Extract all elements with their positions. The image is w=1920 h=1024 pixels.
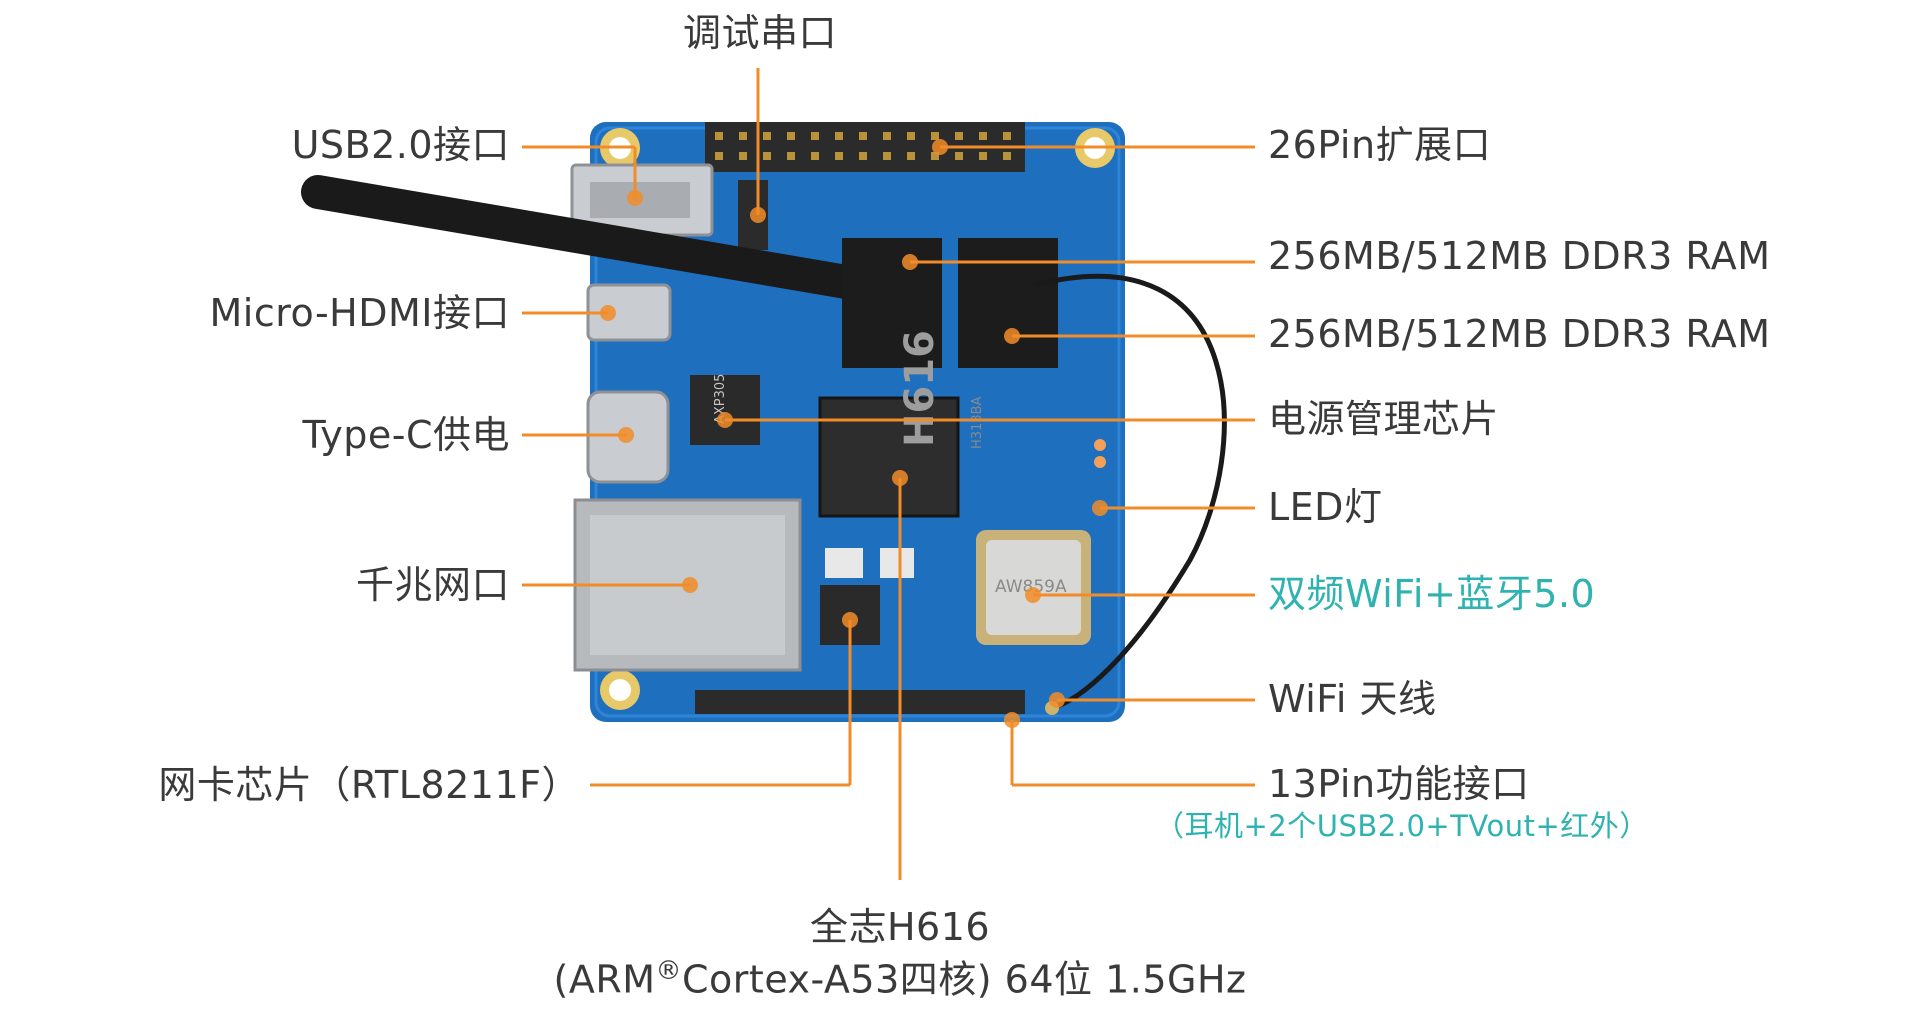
label-soc-spec-a: (ARM [553, 957, 656, 1002]
crystal [825, 548, 863, 578]
label-13pin: 13Pin功能接口 [1268, 762, 1530, 806]
label-debug-serial: 调试串口 [682, 11, 837, 55]
label-ram-1: 256MB/512MB DDR3 RAM [1268, 234, 1771, 278]
label-soc-spec-b: Cortex-A53四核) 64位 1.5GHz [682, 957, 1247, 1002]
label-ram-2: 256MB/512MB DDR3 RAM [1268, 312, 1771, 356]
label-13pin-sub: （耳机+2个USB2.0+TVout+红外） [1155, 809, 1649, 843]
header-13pin [695, 690, 1025, 714]
label-wifi-antenna: WiFi 天线 [1268, 677, 1437, 721]
ram-chip-2 [958, 238, 1058, 368]
label-ethernet: 千兆网口 [355, 563, 510, 607]
label-type-c: Type-C供电 [302, 413, 510, 457]
leader-lines [522, 68, 1255, 880]
label-wifi-bt: 双频WiFi+蓝牙5.0 [1268, 572, 1596, 616]
led-indicator [1094, 439, 1106, 451]
wifi-module-mark: AW859A [995, 577, 1067, 597]
label-soc-title: 全志H616 [809, 905, 991, 949]
ram-chip-1 [842, 238, 942, 368]
antenna-stick [301, 175, 922, 309]
pmic-chip-mark: AXP305 [713, 374, 728, 424]
label-nic-chip: 网卡芯片（RTL8211F） [158, 763, 580, 807]
label-soc-spec: (ARM®Cortex-A53四核) 64位 1.5GHz [490, 958, 1310, 999]
label-micro-hdmi: Micro-HDMI接口 [209, 291, 510, 335]
registered-mark: ® [655, 956, 683, 986]
callout-dots [600, 139, 1108, 728]
soc-chip [818, 396, 960, 518]
pmic-chip [690, 375, 760, 445]
label-led: LED灯 [1268, 485, 1383, 529]
label-26pin: 26Pin扩展口 [1268, 123, 1492, 167]
label-usb: USB2.0接口 [291, 123, 510, 167]
soc-chip-mark: H616 [897, 330, 943, 447]
wifi-antenna-cable [1034, 274, 1227, 711]
label-pmic: 电源管理芯片 [1268, 397, 1500, 441]
soc-chip-small-mark: H313BA [970, 396, 985, 449]
